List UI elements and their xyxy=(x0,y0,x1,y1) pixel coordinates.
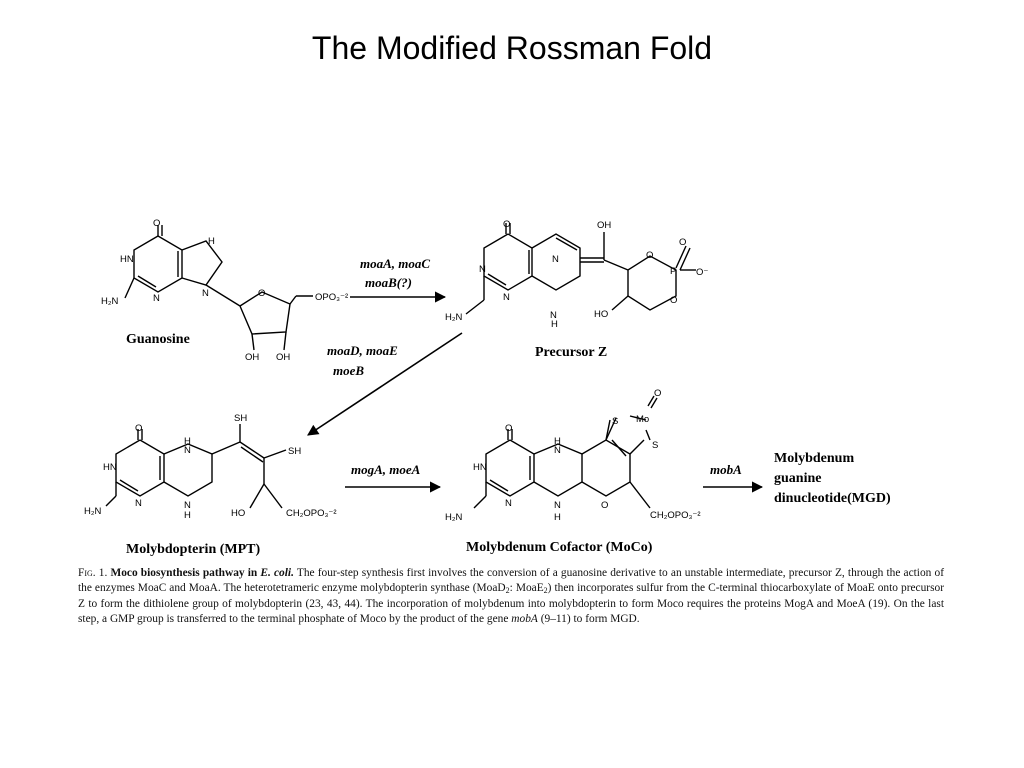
svg-text:N: N xyxy=(554,445,561,456)
step1-enzymes-line2: moaB(?) xyxy=(365,275,412,290)
svg-text:O: O xyxy=(679,237,686,248)
svg-text:H₂N: H₂N xyxy=(445,512,463,523)
mgd-label-line3: dinucleotide(MGD) xyxy=(774,491,891,506)
svg-text:Mo: Mo xyxy=(636,414,649,425)
svg-text:OH: OH xyxy=(276,352,290,363)
slide-title: The Modified Rossman Fold xyxy=(311,30,713,66)
svg-text:N: N xyxy=(554,500,561,511)
svg-text:N: N xyxy=(184,445,191,456)
step1-enzymes-line1: moaA, moaC xyxy=(360,256,430,271)
svg-text:O⁻: O⁻ xyxy=(696,267,708,278)
svg-text:N: N xyxy=(202,288,209,299)
svg-text:O: O xyxy=(670,295,677,306)
guanosine-atom-labels: O HN N H₂N H N N O OH OH OPO₃⁻² xyxy=(101,218,348,363)
guanosine-label: Guanosine xyxy=(126,332,190,347)
svg-text:H₂N: H₂N xyxy=(84,506,102,517)
molybdopterin-atom-labels: O HN N H₂N H N N H SH SH HO CH₂OPO₃⁻² xyxy=(84,413,337,521)
step3-enzymes: mogA, moeA xyxy=(351,462,421,477)
svg-text:O: O xyxy=(135,423,142,434)
svg-text:H: H xyxy=(184,510,191,521)
svg-text:CH₂OPO₃⁻²: CH₂OPO₃⁻² xyxy=(286,508,337,519)
svg-text:HN: HN xyxy=(120,254,134,265)
svg-text:N: N xyxy=(503,292,510,303)
svg-text:H: H xyxy=(208,236,215,247)
svg-text:O: O xyxy=(505,423,512,434)
moco-label: Molybdenum Cofactor (MoCo) xyxy=(466,540,653,555)
caption-text: The four-step synthesis first involves t… xyxy=(78,567,945,625)
svg-text:O: O xyxy=(503,219,510,230)
svg-text:H: H xyxy=(551,319,558,330)
svg-text:N: N xyxy=(552,254,559,265)
precursor-z-atom-labels: O N N H₂N N N H OH O P O O⁻ O HO xyxy=(445,219,708,330)
svg-text:O: O xyxy=(646,250,653,261)
svg-text:P: P xyxy=(670,266,676,277)
svg-text:O: O xyxy=(601,500,608,511)
guanosine-structure xyxy=(124,225,313,351)
step4-enzyme: mobA xyxy=(710,462,742,477)
svg-text:OH: OH xyxy=(597,220,611,231)
svg-text:OPO₃⁻²: OPO₃⁻² xyxy=(315,292,348,303)
svg-text:H: H xyxy=(184,436,191,447)
svg-text:N: N xyxy=(184,500,191,511)
svg-text:H₂N: H₂N xyxy=(445,312,463,323)
mgd-label-line1: Molybdenum xyxy=(774,451,854,466)
precursor-z-label: Precursor Z xyxy=(535,345,607,360)
step2-enzymes-line1: moaD, moaE xyxy=(327,343,398,358)
caption-fig-label: Fig. 1. xyxy=(78,567,108,579)
svg-text:H₂N: H₂N xyxy=(101,296,119,307)
precursor-z-structure xyxy=(465,223,696,315)
svg-text:N: N xyxy=(479,264,486,275)
mgd-label-line2: guanine xyxy=(774,471,821,486)
svg-text:HN: HN xyxy=(473,462,487,473)
moco-atom-labels: O HN N H₂N H N N H O S Mo S O CH₂OPO₃⁻² xyxy=(445,388,701,523)
caption-title: Moco biosynthesis pathway in E. coli. xyxy=(110,567,294,579)
svg-text:O: O xyxy=(654,388,661,399)
molybdopterin-structure xyxy=(105,424,287,509)
svg-text:N: N xyxy=(505,498,512,509)
svg-text:SH: SH xyxy=(288,446,301,457)
step2-enzymes-line2: moeB xyxy=(333,363,364,378)
svg-text:SH: SH xyxy=(234,413,247,424)
svg-text:HO: HO xyxy=(594,309,608,320)
svg-text:O: O xyxy=(258,288,265,299)
svg-text:O: O xyxy=(153,218,160,229)
moco-structure xyxy=(473,395,658,509)
step2-arrow xyxy=(307,332,463,436)
svg-text:HN: HN xyxy=(103,462,117,473)
svg-text:S: S xyxy=(612,416,618,427)
figure-caption: Fig. 1. Moco biosynthesis pathway in E. … xyxy=(78,566,944,627)
svg-text:HO: HO xyxy=(231,508,245,519)
svg-text:H: H xyxy=(554,512,561,523)
svg-text:CH₂OPO₃⁻²: CH₂OPO₃⁻² xyxy=(650,510,701,521)
svg-text:H: H xyxy=(554,436,561,447)
svg-text:N: N xyxy=(135,498,142,509)
svg-text:N: N xyxy=(550,310,557,321)
svg-text:OH: OH xyxy=(245,352,259,363)
molybdopterin-label: Molybdopterin (MPT) xyxy=(126,542,260,557)
svg-text:N: N xyxy=(153,293,160,304)
svg-text:S: S xyxy=(652,440,658,451)
